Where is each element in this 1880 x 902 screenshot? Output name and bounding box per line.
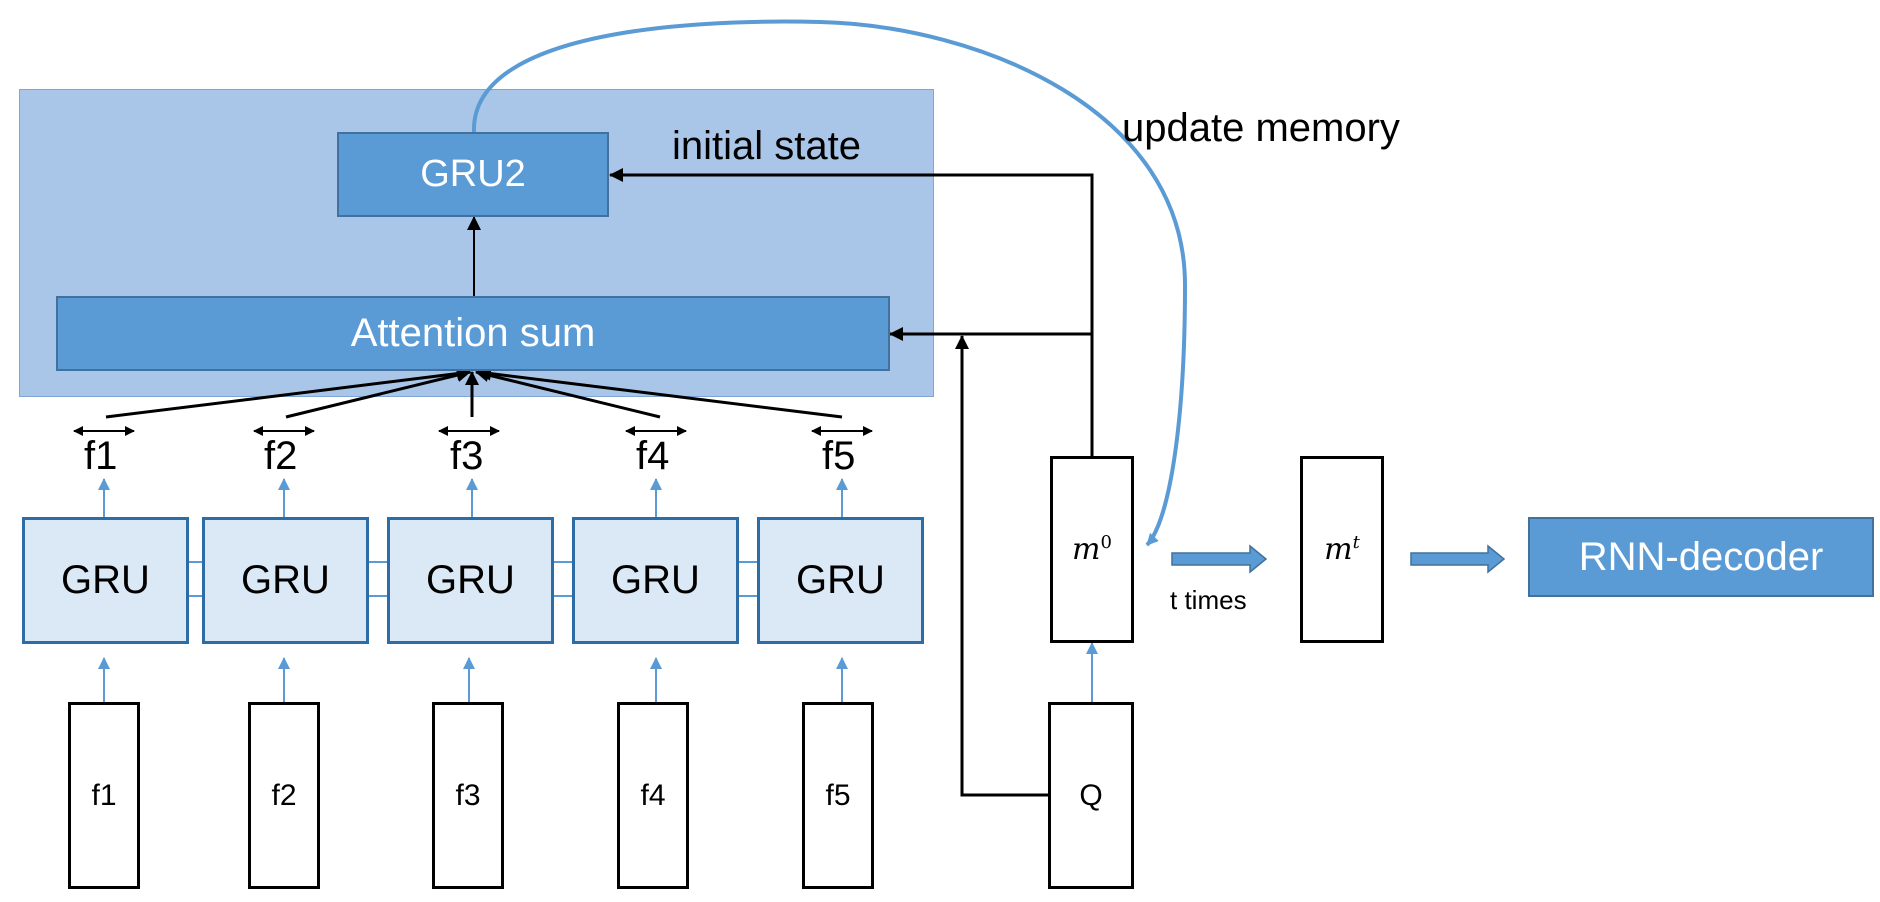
input-label: f1 [91,778,117,812]
gru-cell-1: GRU [22,517,189,644]
gru-cell-2: GRU [202,517,369,644]
feature-label-f4: f4 [636,434,670,478]
gru-cell-4: GRU [572,517,739,644]
feature-label-f1: f1 [84,434,118,478]
gru-cell-label: GRU [611,558,700,602]
memory-initial-box: m0 [1050,456,1134,643]
gru-cell-label: GRU [241,558,330,602]
feature-label-f5: f5 [822,434,856,478]
attention-sum-box: Attention sum [56,296,890,371]
input-label: f5 [825,778,851,812]
input-label: f2 [271,778,297,812]
feature-to-attention-arrows [105,366,843,419]
question-box: Q [1048,702,1134,889]
attention-sum-label: Attention sum [350,311,596,355]
input-label: f3 [455,778,481,812]
gru-cell-label: GRU [426,558,515,602]
gru-cell-label: GRU [61,558,150,602]
input-box-f4: f4 [617,702,689,889]
input-to-gru-arrows [98,657,848,702]
input-label: f4 [640,778,666,812]
feature-label-f2: f2 [264,434,298,478]
update-memory-arrow [471,19,1188,547]
input-box-f5: f5 [802,702,874,889]
input-box-f2: f2 [248,702,320,889]
update-memory-label: update memory [1122,106,1400,150]
gru-to-feature-arrows [98,478,848,517]
feature-label-f3: f3 [450,434,484,478]
question-to-attention-arrow [955,335,1048,797]
memory-final-box: mt [1300,456,1384,643]
gru2-label: GRU2 [420,153,526,195]
memory-initial-label: m0 [1072,532,1112,567]
rnn-decoder-label: RNN-decoder [1578,534,1824,579]
gru-cell-3: GRU [387,517,554,644]
memory-final-label: mt [1324,532,1360,567]
block-arrow-decoder [1410,544,1506,574]
question-label: Q [1079,778,1103,812]
initial-state-arrow [609,168,1094,456]
input-box-f3: f3 [432,702,504,889]
t-times-label: t times [1170,585,1247,615]
rnn-decoder-box: RNN-decoder [1528,517,1874,597]
block-arrow-memory [1171,544,1268,574]
initial-state-label: initial state [672,124,861,168]
gru-cell-label: GRU [796,558,885,602]
gru2-box: GRU2 [337,132,609,217]
input-box-f1: f1 [68,702,140,889]
gru-cell-5: GRU [757,517,924,644]
